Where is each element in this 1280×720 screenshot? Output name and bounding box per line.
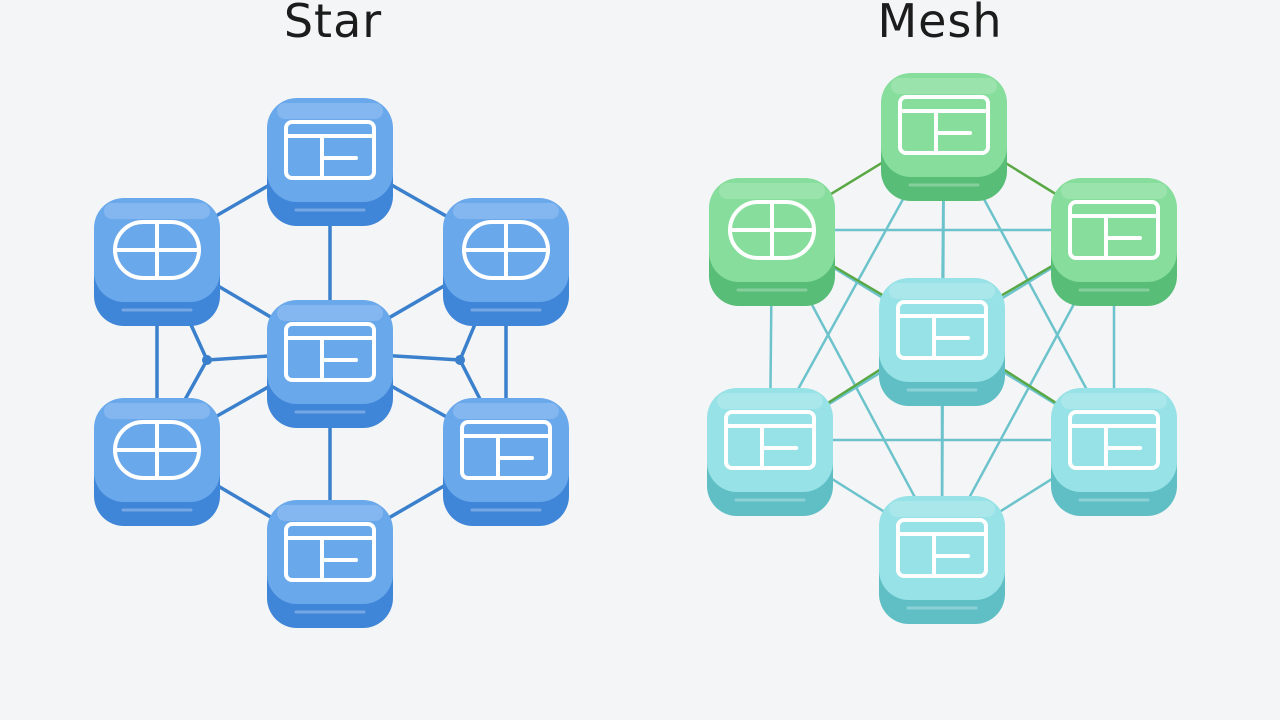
junction-point [455, 355, 465, 365]
star-node [94, 198, 220, 326]
node-highlight [1061, 393, 1167, 409]
star-node [267, 300, 393, 428]
window-grid-icon [284, 322, 376, 382]
mesh-node [879, 278, 1005, 406]
mesh-topology [707, 73, 1177, 624]
node-highlight [277, 305, 383, 321]
window-grid-icon [1068, 410, 1160, 470]
node-highlight [719, 183, 825, 199]
mesh-node [881, 73, 1007, 201]
circle-grid-icon [113, 220, 201, 280]
window-grid-icon [1068, 200, 1160, 260]
star-title: Star [283, 0, 383, 48]
node-highlight [717, 393, 823, 409]
mesh-title: Mesh [877, 0, 1003, 48]
star-node [267, 98, 393, 226]
star-node [443, 198, 569, 326]
star-node [267, 500, 393, 628]
window-grid-icon [896, 300, 988, 360]
mesh-node [707, 388, 833, 516]
mesh-nodes [707, 73, 1177, 624]
mesh-node [709, 178, 835, 306]
star-topology [94, 98, 569, 628]
mesh-node [1051, 178, 1177, 306]
node-highlight [453, 203, 559, 219]
window-grid-icon [898, 95, 990, 155]
node-highlight [1061, 183, 1167, 199]
node-highlight [277, 505, 383, 521]
node-highlight [104, 203, 210, 219]
circle-grid-icon [462, 220, 550, 280]
mesh-node [1051, 388, 1177, 516]
circle-grid-icon [728, 200, 816, 260]
node-highlight [891, 78, 997, 94]
window-grid-icon [460, 420, 552, 480]
node-highlight [277, 103, 383, 119]
window-grid-icon [284, 522, 376, 582]
node-highlight [889, 501, 995, 517]
node-highlight [104, 403, 210, 419]
mesh-node [879, 496, 1005, 624]
window-grid-icon [284, 120, 376, 180]
star-node [443, 398, 569, 526]
star-node [94, 398, 220, 526]
star-junctions [202, 355, 465, 365]
node-highlight [889, 283, 995, 299]
window-grid-icon [724, 410, 816, 470]
circle-grid-icon [113, 420, 201, 480]
star-nodes [94, 98, 569, 628]
junction-point [202, 355, 212, 365]
window-grid-icon [896, 518, 988, 578]
node-highlight [453, 403, 559, 419]
